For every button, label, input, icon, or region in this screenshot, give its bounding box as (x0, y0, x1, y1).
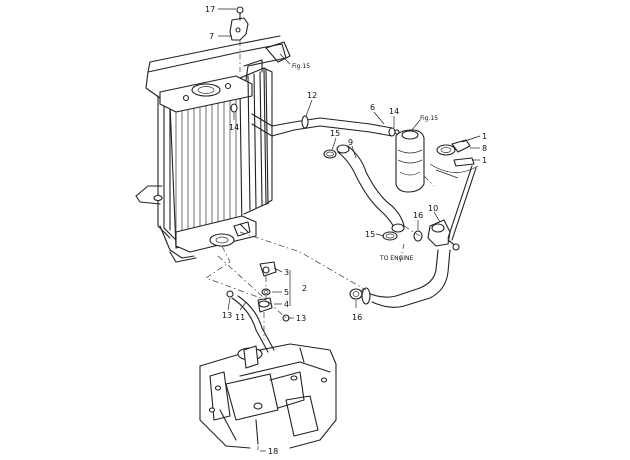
lower-hose (361, 249, 451, 308)
callout-6: 6 (370, 103, 375, 112)
callout-7: 7 (209, 32, 214, 41)
callout-1-bottom: 1 (482, 156, 487, 165)
callout-numbers: 17 7 12 6 14 14 15 9 1 8 1 10 16 15 3 2 … (205, 5, 487, 456)
clamp-15b (382, 231, 398, 241)
callout-4: 4 (284, 300, 289, 309)
callout-14-left: 14 (229, 123, 239, 132)
fig-ref-radiator: Fig.15 (292, 63, 310, 70)
fig-ref-tank: Fig.15 (420, 115, 438, 122)
bracket-7 (229, 6, 249, 72)
assembly-lines (205, 175, 435, 450)
callout-14-upper: 14 (389, 107, 399, 116)
clamp-15a (323, 149, 337, 159)
callout-13-left: 13 (222, 311, 232, 320)
leader-lines (218, 8, 481, 452)
radiator-assembly (135, 35, 291, 263)
reference-labels: Fig.15 Fig.15 TO ENGINE (292, 63, 438, 262)
reservoir-tank (395, 129, 425, 193)
callout-16-right: 16 (413, 211, 423, 220)
clamp-16a (413, 230, 423, 242)
callout-3: 3 (284, 268, 289, 277)
callout-18: 18 (268, 447, 278, 456)
callout-12: 12 (307, 91, 317, 100)
callout-9: 9 (348, 138, 353, 147)
drain-hose-11 (226, 290, 290, 353)
callout-1-top: 1 (482, 132, 487, 141)
cap-assembly (429, 139, 479, 179)
callout-10: 10 (428, 204, 438, 213)
callout-5: 5 (284, 288, 289, 297)
to-engine-label: TO ENGINE (379, 255, 413, 262)
callout-16-lower: 16 (352, 313, 362, 322)
clamp-16b (349, 288, 363, 300)
lower-frame (199, 343, 337, 449)
fitting-stack (257, 261, 277, 313)
upper-hose (251, 113, 400, 137)
callout-15-upper: 15 (330, 129, 340, 138)
callout-8: 8 (482, 144, 487, 153)
clamp-14a (230, 103, 238, 113)
callout-17: 17 (205, 5, 215, 14)
callout-2: 2 (302, 284, 307, 293)
callout-15-lower: 15 (365, 230, 375, 239)
hose-9 (336, 144, 405, 233)
pipe-10 (427, 165, 477, 251)
callout-13-right: 13 (296, 314, 306, 323)
callout-11: 11 (235, 313, 245, 322)
